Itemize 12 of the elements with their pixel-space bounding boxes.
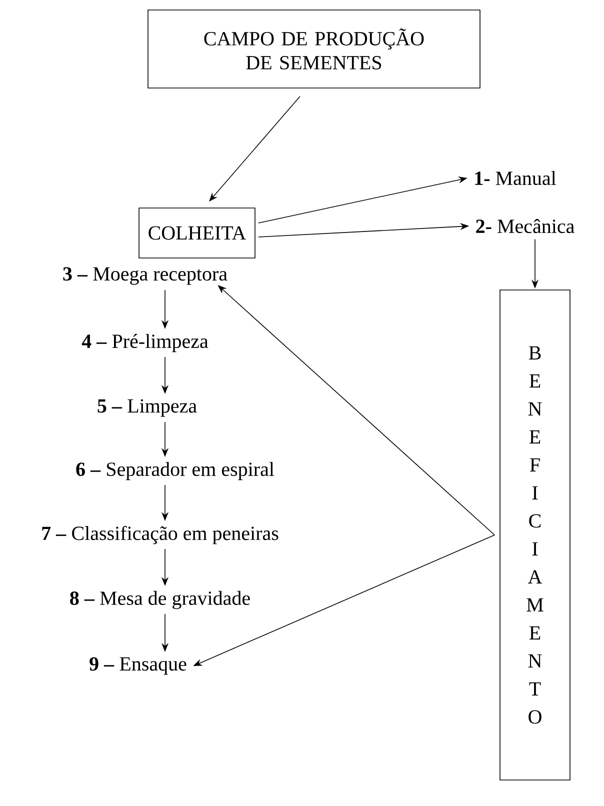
step-label: 1- Manual <box>475 170 556 186</box>
process-box: COLHEITA <box>138 208 256 258</box>
step-label: 8 – Mesa de gravidade <box>70 590 250 610</box>
process-box: BENEFICIAMENTO <box>500 290 570 780</box>
title-box: CAMPO DE PRODUÇÃO DE SEMENTES <box>148 10 480 88</box>
step-label: 2- Mecânica <box>476 218 574 234</box>
step-label: 7 – Classificação em peneiras <box>42 526 278 544</box>
step-label: 4 – Pré-limpeza <box>82 334 208 352</box>
step-label: 6 – Separador em espiral <box>76 462 274 480</box>
step-label: 9 – Ensaque <box>90 657 186 675</box>
step-label: 3 – Moega receptora <box>63 267 228 285</box>
step-label: 5 – Limpeza <box>98 399 197 417</box>
